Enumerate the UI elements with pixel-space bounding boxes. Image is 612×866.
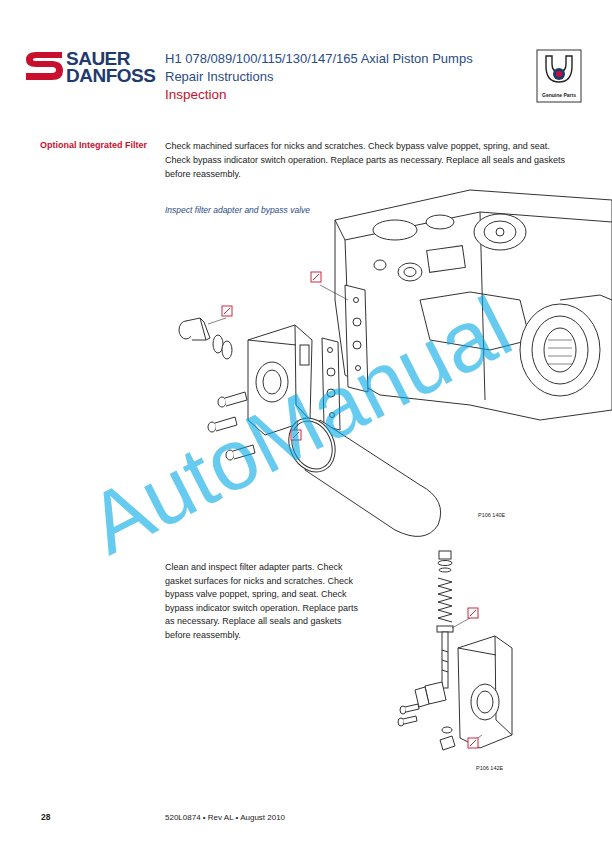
watermark: AutoManual (75, 281, 525, 570)
document-code: 520L0874 • Rev AL • August 2010 (165, 812, 285, 823)
figure-number: P106 140E (478, 512, 505, 519)
genuine-parts-icon (537, 50, 581, 102)
section-title: Inspection (165, 87, 227, 103)
adapter-detail (398, 551, 512, 750)
page-title: H1 078/089/100/115/130/147/165 Axial Pis… (165, 51, 525, 67)
body-text: Check machined surfaces for nicks and sc… (165, 139, 570, 181)
side-heading: Optional Integrated Filter (40, 139, 162, 152)
figure-caption: Inspect filter adapter and bypass valve (165, 204, 310, 216)
logo-text: DANFOSS (66, 66, 155, 85)
figure-number: P106 142E (476, 765, 503, 772)
body-text: Clean and inspect filter adapter parts. … (165, 561, 360, 642)
callout-symbol (468, 608, 478, 748)
page-number: 28 (41, 812, 50, 823)
leader-line (452, 618, 482, 740)
logo-mark (26, 52, 63, 80)
bypass-plug (179, 318, 232, 359)
page-subtitle: Repair Instructions (165, 69, 273, 85)
icon-caption: Genuine Parts (539, 92, 579, 98)
